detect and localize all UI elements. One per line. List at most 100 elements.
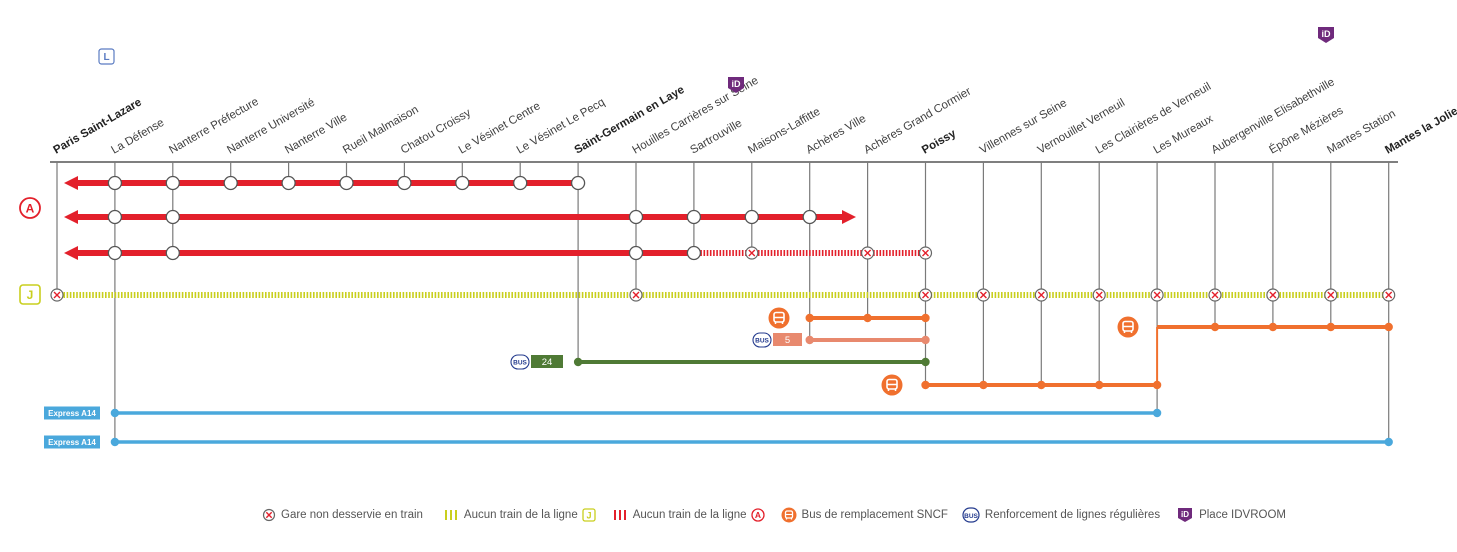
- stop-marker: [339, 175, 354, 191]
- arrow-right-icon: [842, 210, 856, 224]
- not-served-icon: [50, 288, 64, 302]
- not-served-icon: [860, 246, 875, 260]
- not-served-icon: [1092, 288, 1106, 302]
- idvroom-icon: iD: [1178, 508, 1193, 522]
- station-label: La Défense: [109, 117, 166, 157]
- replacement-bus-icon: [881, 374, 903, 396]
- stop-dot: [921, 380, 930, 390]
- legend-no-train-a-label: Aucun train de la ligne: [632, 509, 747, 521]
- station-label: Sartrouville: [688, 117, 744, 156]
- idvroom-shape: [1318, 27, 1334, 43]
- legend-replacement-bus: Bus de remplacement SNCF: [781, 507, 948, 523]
- stop-dot: [1210, 322, 1220, 332]
- line-l-badge-label: L: [103, 52, 109, 63]
- stop-dot: [805, 313, 814, 323]
- replacement-bus-detail: [887, 383, 897, 391]
- idvroom-icon: iD: [1318, 27, 1334, 43]
- stop-markers: [50, 175, 1396, 447]
- arrow-left-icon: [64, 246, 78, 260]
- not-served-cross: [1153, 291, 1161, 299]
- not-served-icon: [262, 508, 276, 522]
- arrow-left-icon: [64, 176, 78, 190]
- stop-dot: [1268, 322, 1278, 332]
- stop-marker: [628, 209, 644, 225]
- stop-marker: [628, 245, 644, 261]
- not-served-cross: [979, 291, 987, 299]
- legend-no-train-j-label: Aucun train de la ligne: [463, 509, 578, 521]
- idvroom-shape: [728, 77, 744, 93]
- not-served-icon: [1034, 288, 1048, 302]
- idvroom-icon: iD: [728, 77, 744, 93]
- stop-dot: [921, 313, 930, 323]
- not-served-cross: [922, 249, 929, 257]
- line-j-icon: J: [582, 508, 596, 522]
- stop-marker: [570, 175, 586, 191]
- not-served-cross: [1385, 291, 1393, 299]
- legend-not-served: Gare non desservie en train: [262, 508, 423, 522]
- stop-marker: [397, 175, 412, 191]
- not-served-cross: [632, 291, 640, 299]
- not-served-icon: [1382, 288, 1396, 302]
- stop-dot: [110, 437, 120, 447]
- legend: Gare non desservie en train Aucun train …: [262, 505, 1296, 525]
- station-label: Achères Grand Cormier: [862, 85, 973, 156]
- svg-text:iD: iD: [1181, 510, 1189, 519]
- replacement-bus-icon: [768, 307, 790, 329]
- stop-dot: [1384, 437, 1393, 447]
- legend-no-train-j: Aucun train de la ligne J: [443, 508, 596, 522]
- not-served-icon: [1266, 288, 1280, 302]
- station-label: Poissy: [920, 127, 959, 156]
- stop-marker: [744, 209, 759, 225]
- legend-reinforcement-label: Renforcement de lignes régulières: [984, 509, 1161, 521]
- stop-dot: [573, 357, 583, 367]
- not-served-icon: [629, 288, 643, 302]
- not-served-cross: [53, 291, 61, 299]
- not-served-cross: [1327, 291, 1335, 299]
- bus-5-badge: [773, 333, 802, 346]
- service-bars: [57, 176, 1389, 444]
- not-served-cross: [864, 249, 872, 257]
- express-a14-badge-label: Express A14: [48, 409, 96, 418]
- not-served-cross: [748, 249, 756, 257]
- not-served-icon: [1324, 288, 1338, 302]
- stop-marker: [802, 209, 817, 225]
- stop-dot: [110, 408, 120, 418]
- bus-5-badge-label: 5: [785, 335, 790, 346]
- not-served-icon: [1150, 288, 1164, 302]
- replacement-bus-icon: [1117, 316, 1139, 338]
- line-j-badge: [19, 284, 41, 305]
- stop-dot: [1037, 380, 1046, 390]
- line-a-icon: A: [750, 508, 765, 522]
- not-served-icon: [918, 246, 933, 260]
- stop-dot: [1384, 322, 1393, 332]
- replacement-bus-icon: [781, 507, 797, 523]
- idvroom-label: iD: [1322, 29, 1332, 39]
- stop-dot: [979, 380, 988, 390]
- svg-text:A: A: [754, 510, 760, 520]
- bus-icon: BUS: [962, 507, 980, 523]
- not-served-cross: [1211, 291, 1219, 299]
- stop-dot: [1326, 322, 1336, 332]
- bus-icon: [510, 354, 530, 370]
- svg-text:BUS: BUS: [964, 513, 978, 520]
- stop-dot: [921, 357, 930, 367]
- dotted-red-icon: [613, 510, 626, 520]
- bus-icon-label: BUS: [513, 360, 527, 367]
- not-served-icon: [1208, 288, 1222, 302]
- bus-icon-label: BUS: [755, 338, 769, 345]
- stop-marker: [223, 175, 238, 191]
- stop-marker: [281, 175, 296, 191]
- stop-dot: [805, 335, 814, 345]
- not-served-cross: [1037, 291, 1045, 299]
- not-served-icon: [976, 288, 991, 302]
- bus-24-badge: [531, 355, 563, 368]
- stop-dot: [863, 313, 872, 323]
- replacement-bus-detail: [774, 316, 784, 324]
- stop-marker: [107, 209, 123, 225]
- stop-marker: [165, 209, 180, 225]
- stop-marker: [455, 175, 470, 191]
- not-served-cross: [922, 291, 929, 299]
